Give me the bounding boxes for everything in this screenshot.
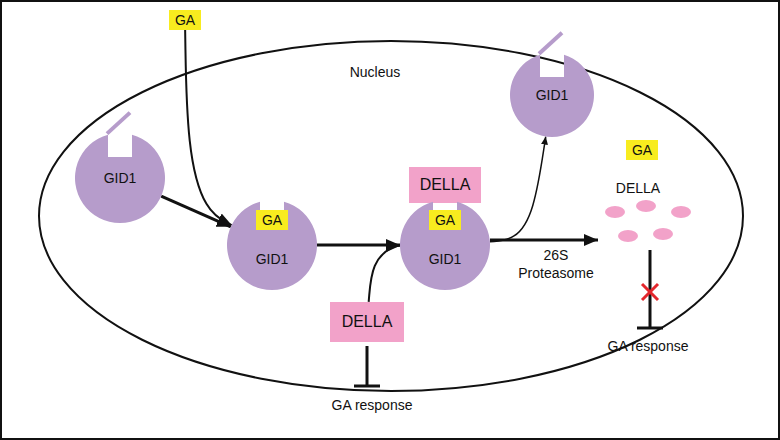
receptor-body [400,202,490,290]
receptor-circle: GID1 [510,53,594,137]
reaction-arrow [490,137,546,242]
molecule-name: GA [175,12,195,28]
hormone-box: GA [256,210,288,230]
hormone-box: GA [626,140,658,160]
reaction-arrow [161,196,231,227]
receptor-name: GID1 [536,87,569,103]
hormone-box: GA [429,210,461,230]
molecule-name: DELLA [342,313,393,331]
reaction-arrow [317,244,400,247]
receptor-body [510,55,594,137]
molecule-name: GA [262,212,282,228]
receptor-circle: GID1 GA [400,200,490,290]
molecule-name: DELLA [420,176,471,194]
receptor-lid [539,33,562,54]
compartment-name: Nucleus [22,64,728,80]
receptor-lid [107,113,130,134]
inhibition-bar [637,250,663,328]
inhibition-bar [354,346,380,386]
blocked-cross [642,284,658,300]
complex-label: 26S Proteasome [512,247,600,282]
receptor-name: GID1 [104,170,137,186]
reaction-arrow [185,30,231,225]
receptor-circle: GID1 GA [227,200,317,290]
component-label: DELLA [616,180,660,198]
response-label: GA response [332,397,413,415]
nucleus-outline [39,41,743,391]
repressor-box: DELLA [330,302,405,342]
degraded-della-fragments [605,200,691,242]
molecule-name: GA [435,212,455,228]
response-label: GA response [608,338,689,356]
receptor-body [227,202,317,290]
reaction-arrow [369,246,400,302]
repressor-box: DELLA [409,167,482,203]
hormone-box: GA [169,10,201,30]
receptor-circle: GID1 [75,133,165,223]
molecule-name: GA [632,142,652,158]
receptor-name: GID1 [256,251,289,267]
receptor-name: GID1 [429,251,462,267]
receptor-body [75,135,165,223]
